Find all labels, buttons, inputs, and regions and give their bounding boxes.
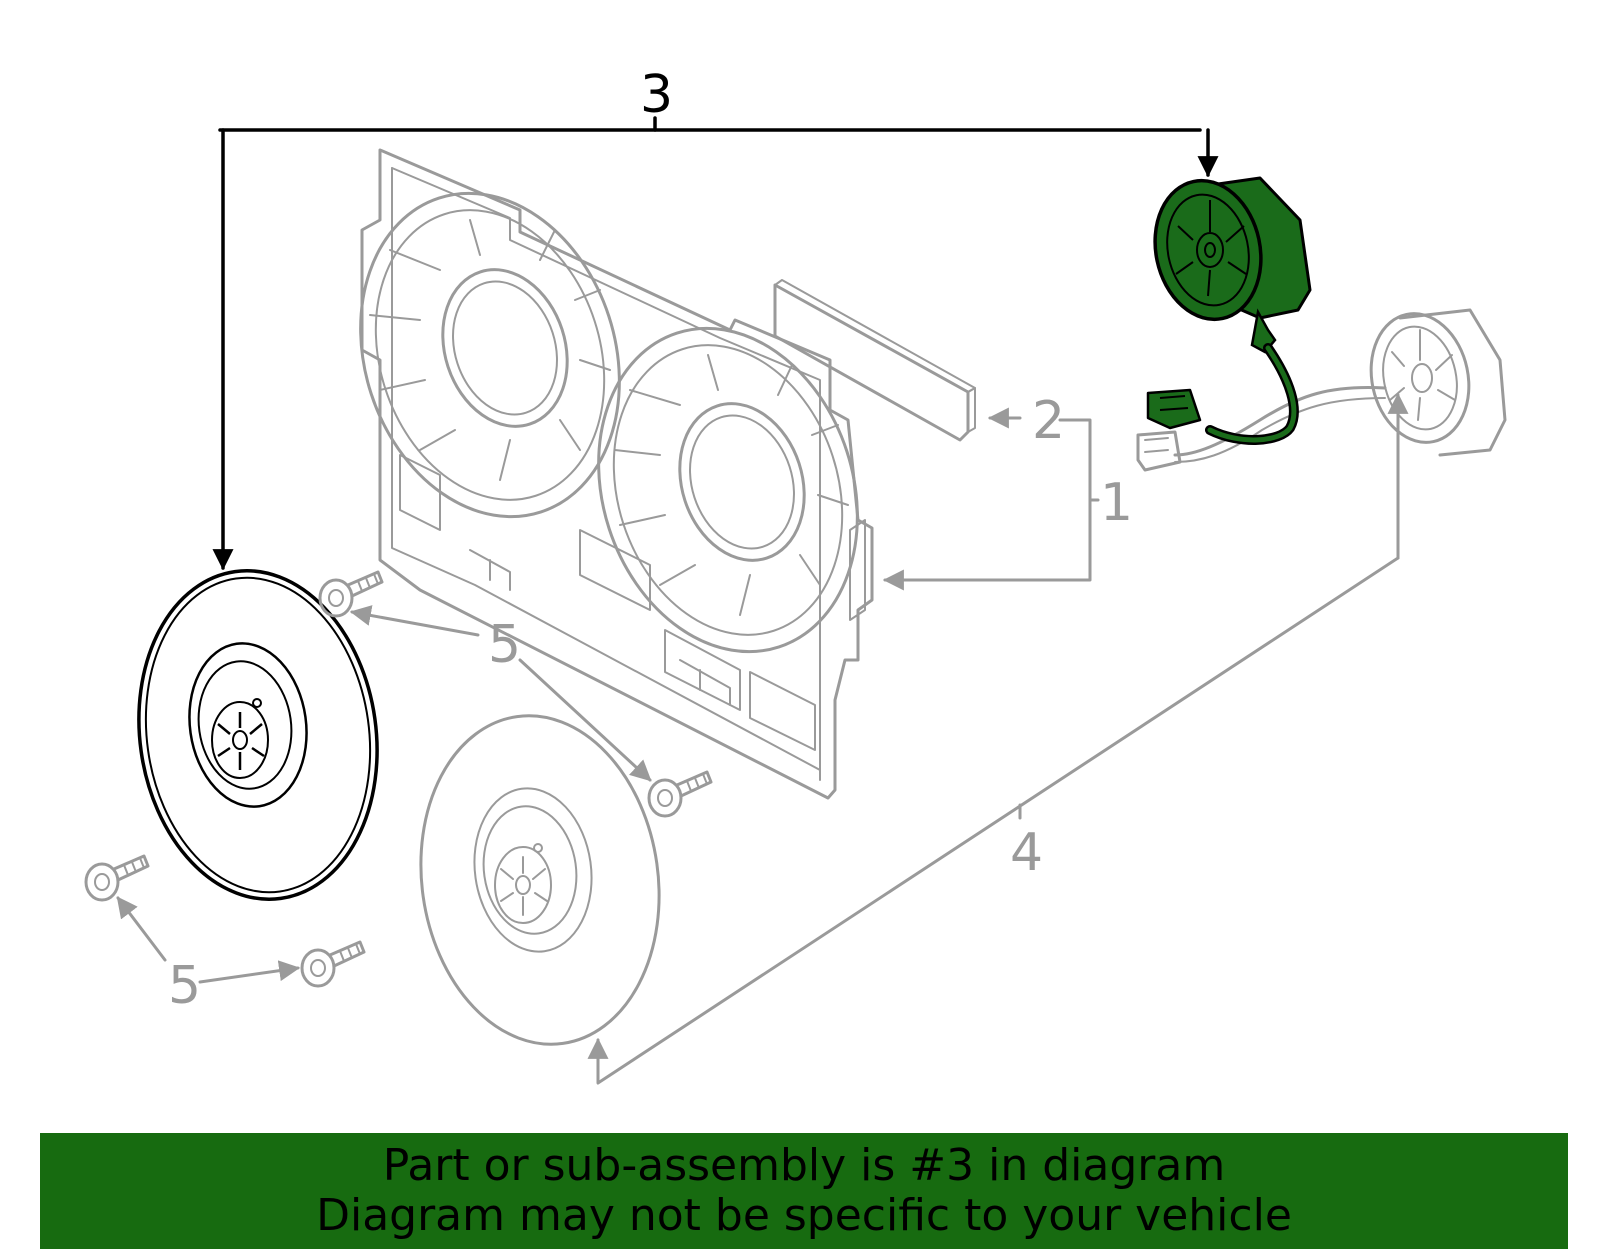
- banner-line-2: Diagram may not be specific to your vehi…: [316, 1190, 1292, 1241]
- fan-motor-gray[interactable]: [1136, 304, 1507, 472]
- seal-strip[interactable]: [773, 279, 976, 442]
- banner-line-1: Part or sub-assembly is #3 in diagram: [382, 1140, 1226, 1191]
- bolt-4[interactable]: [300, 940, 366, 988]
- callout-2: 2: [1032, 391, 1065, 451]
- leader-3: [212, 116, 1219, 571]
- bolt-3[interactable]: [84, 854, 150, 902]
- leader-4: [587, 392, 1409, 1085]
- fan-blade-highlighted[interactable]: [118, 555, 398, 915]
- callout-5-upper: 5: [488, 615, 521, 675]
- callout-4: 4: [1010, 823, 1043, 883]
- fan-motor-highlighted[interactable]: [1143, 171, 1312, 445]
- bolt-2[interactable]: [647, 770, 713, 818]
- callout-3: 3: [640, 65, 673, 125]
- leader-5: [116, 605, 652, 984]
- bolt-1[interactable]: [318, 570, 384, 618]
- callout-1: 1: [1100, 473, 1133, 533]
- fan-shroud[interactable]: [320, 148, 898, 800]
- callout-5-lower: 5: [168, 956, 201, 1016]
- info-banner: Part or sub-assembly is #3 in diagram Di…: [40, 1133, 1568, 1249]
- leader-1-2: [882, 407, 1100, 591]
- fan-blade-gray[interactable]: [400, 700, 680, 1060]
